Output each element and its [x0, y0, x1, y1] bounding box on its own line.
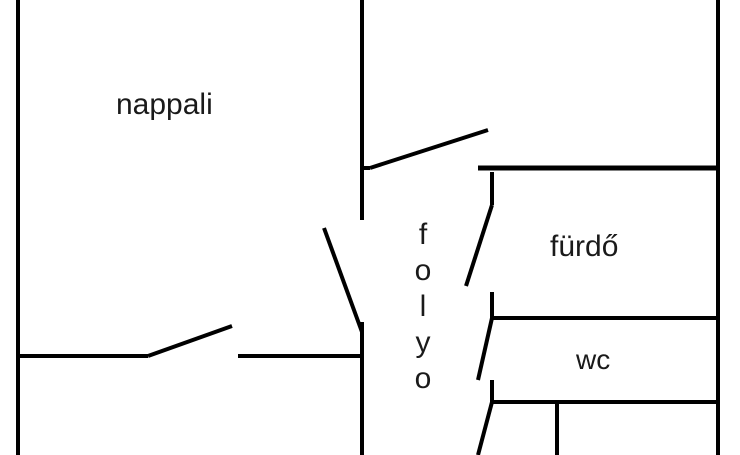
- corridor-letter: o: [414, 362, 432, 395]
- corridor-letter: l: [419, 290, 427, 323]
- door-bathroom: [464, 204, 494, 287]
- living-room-label: nappali: [116, 88, 213, 121]
- door-wc: [476, 317, 494, 381]
- door-upper-room: [369, 128, 489, 170]
- corridor-letter: f: [418, 218, 428, 251]
- corridor-label: f o l y o: [409, 220, 437, 400]
- door-lower-room: [476, 401, 494, 455]
- corridor-letter: y: [415, 326, 431, 359]
- door-living-room-corridor: [322, 227, 364, 333]
- corridor-letter: o: [414, 254, 432, 287]
- door-living-room-bottom: [147, 324, 233, 358]
- bathroom-label: fürdő: [550, 230, 619, 263]
- toilet-label: wc: [576, 344, 611, 375]
